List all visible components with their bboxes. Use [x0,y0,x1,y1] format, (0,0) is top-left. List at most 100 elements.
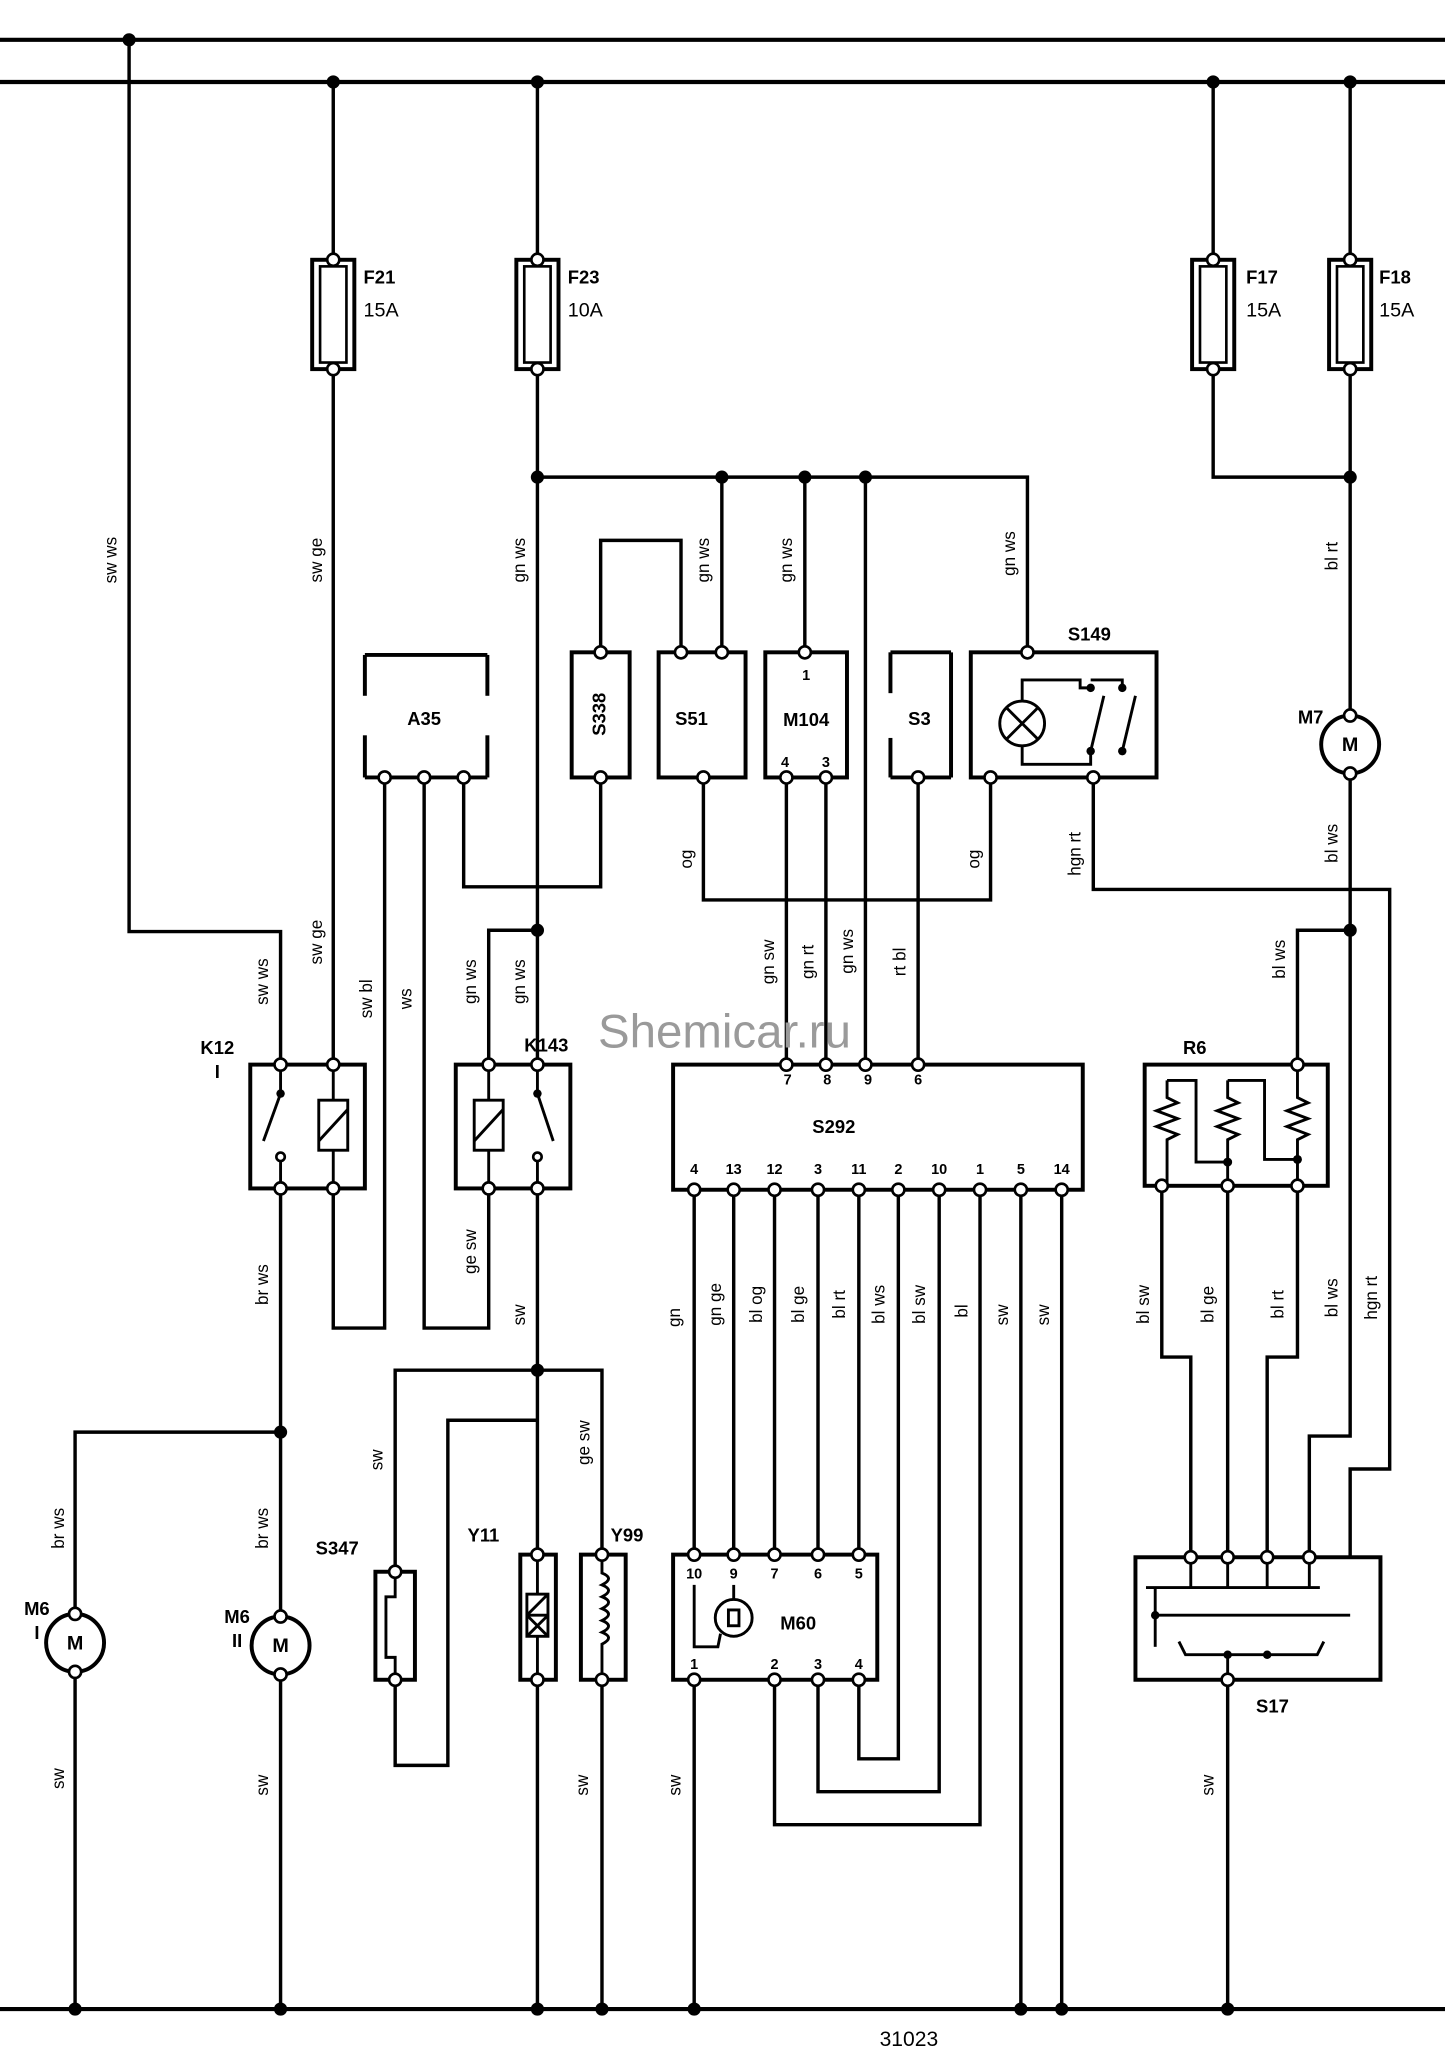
switch-s338: S338 [569,650,632,780]
terminal-pin [851,1547,867,1562]
y11-label: Y11 [468,1524,500,1545]
module-a35: A35 [362,652,490,780]
terminal-pin [530,1547,545,1562]
wire-color-label: sw bl [357,979,376,1018]
wire-gn-ws-bus [537,475,1030,653]
resistor-icon [1152,1080,1182,1186]
fuse-f17-rating: 15A [1246,299,1282,321]
terminal-pin [387,1564,403,1580]
junction-dot [530,2002,545,2016]
wire-color-label: bl rt [1269,1290,1288,1319]
wire-color-label: gn ge [706,1283,725,1326]
motor-m6-2: M M6 II [224,1606,312,1677]
terminal-pin [1020,644,1035,660]
r6-label: R6 [1183,1037,1207,1058]
junction-dot [715,470,729,484]
terminal-pin [481,1057,497,1072]
terminal-pin [779,1057,794,1072]
wire-color-label: sw [665,1774,684,1796]
terminal-pin [530,1057,545,1072]
wire-ws-a35 [422,777,491,1330]
junction-dot [273,1425,288,1439]
fuse-f18: F18 15A [1327,257,1415,372]
motor-symbol: M [67,1632,83,1654]
terminal-pin [530,1672,545,1688]
m7-label: M7 [1298,706,1324,727]
motor-icon [713,1597,754,1638]
wire-color-label: hgn rt [1066,832,1085,876]
wire-color-label: sw [573,1774,592,1796]
terminal-pin [1085,770,1101,785]
terminal-pin [67,1664,83,1680]
figure-number: 31023 [880,2028,939,2051]
junction-dot [1221,2002,1235,2016]
terminal-pin [325,1057,341,1072]
terminal-pin [767,1182,782,1198]
terminal-pin [1183,1549,1199,1565]
terminal-pin [673,644,689,660]
terminal-pin [686,1547,702,1562]
wire-color-label: hgn rt [1362,1276,1381,1320]
s338-label: S338 [589,693,610,736]
terminal-pin [1013,1182,1029,1198]
relay-k12: K12 I [200,1037,367,1191]
module-m104: M104 [763,650,849,780]
pin-number: 11 [851,1162,866,1178]
wire-color-label: og [964,850,983,869]
switch-s292: S292 [671,1062,1085,1192]
pin-number: 4 [781,755,789,771]
terminal-pin [593,770,609,785]
wire-s347-y11 [393,1418,538,1768]
terminal-pin [890,1182,906,1198]
pin-number: 1 [802,668,810,684]
junction-dots [68,33,1357,2016]
wire-color-label: bl ws [1323,824,1342,863]
pin-number: 3 [814,1657,822,1673]
wire-sw-s347 [393,1368,538,1572]
pin-number: 3 [822,755,830,771]
terminal-pin [851,1182,867,1198]
switch-s149: S149 [968,623,1159,780]
wire-color-label: bl [952,1304,971,1317]
wires [0,37,1445,2012]
terminal-pin [686,1672,702,1688]
pin-number: 7 [784,1072,792,1088]
valve-y11: Y11 [468,1524,558,1682]
terminal-pin [325,361,341,377]
terminal-pin [810,1672,826,1688]
terminal-pin [810,1182,826,1198]
resistor-icon [1212,1080,1243,1186]
wire-color-label: sw [368,1449,387,1471]
wire-color-label: bl og [747,1286,766,1323]
valve-y99: Y99 [578,1524,643,1682]
terminal-pin [456,770,472,785]
wire-color-label: gn sw [759,939,778,984]
terminal-pin [714,644,730,660]
s292-label: S292 [812,1116,855,1137]
terminal-pin [530,361,545,377]
terminal-pin [387,1672,403,1688]
junction-dot [858,470,873,484]
terminal-pin [530,252,545,268]
m6-2-sub-label: II [232,1630,242,1651]
terminal-pin [910,770,926,785]
m6-2-label: M6 [224,1606,250,1627]
terminal-pin [686,1182,702,1198]
fuse-f18-rating: 15A [1379,299,1415,321]
wire-hgn-rt-s149-s17 [1091,777,1392,1616]
junction-dot [595,2002,609,2016]
pin-number: 13 [726,1162,742,1178]
wire-color-label: gn ws [461,959,480,1004]
pin-number: 12 [766,1162,782,1178]
wire-bl-ws-r6 [1295,928,1351,1065]
junction-dot [1014,2002,1028,2016]
terminal-pin [594,1547,610,1562]
terminal-pin [1220,1672,1236,1688]
terminal-pin [1220,1549,1236,1565]
terminal-pin [481,1181,497,1196]
pin-number: 5 [855,1566,863,1582]
terminal-pin [767,1547,782,1562]
wire-bl-sw-r6 [1160,1185,1193,1558]
coil-icon [598,1554,610,1680]
